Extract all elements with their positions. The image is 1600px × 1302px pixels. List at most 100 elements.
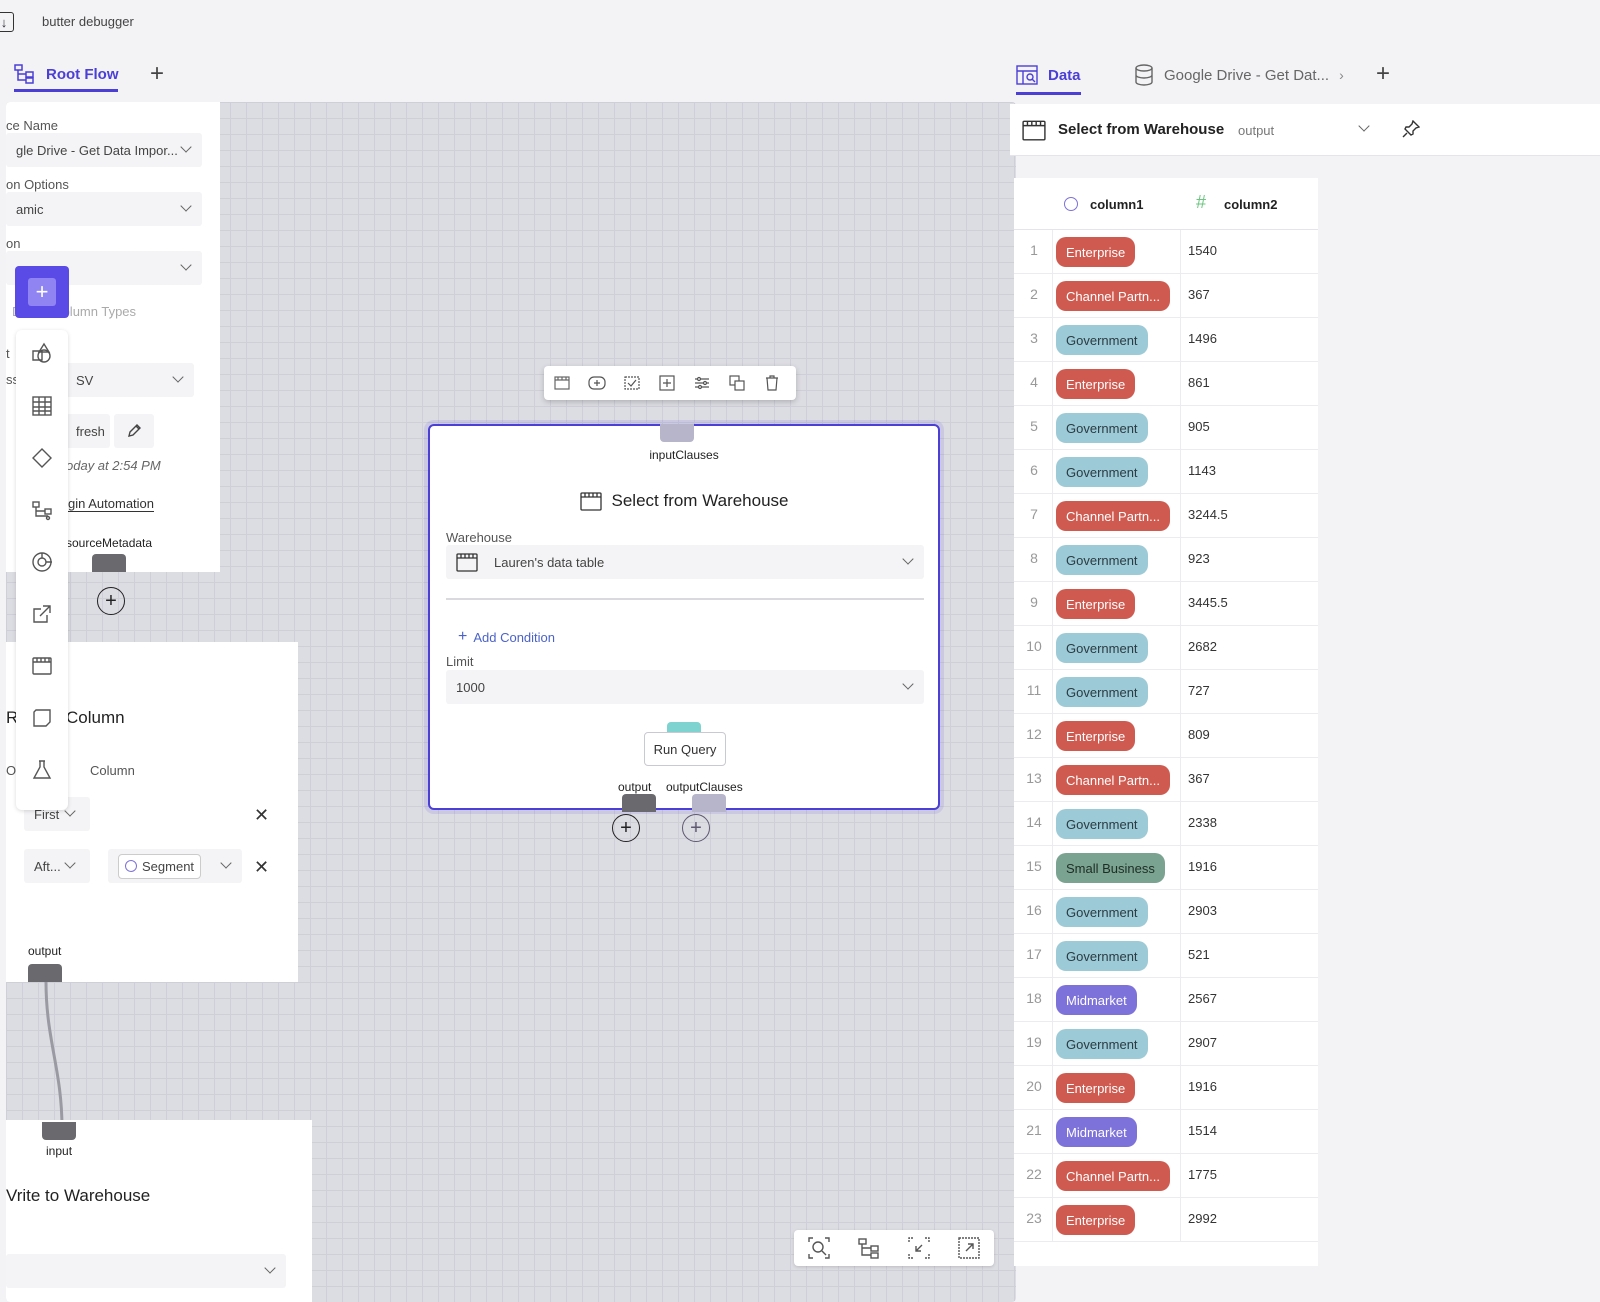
diamond-icon[interactable]: [28, 444, 56, 472]
column-divider: [1180, 626, 1181, 670]
remove-row2-icon[interactable]: ✕: [254, 857, 270, 877]
output-port[interactable]: [622, 794, 656, 812]
branch-icon[interactable]: [28, 496, 56, 524]
add-inspector-tab-button[interactable]: +: [1376, 60, 1391, 87]
download-icon[interactable]: ↓: [0, 12, 14, 32]
rename-output-port-label: output: [28, 944, 62, 958]
add-node-after-output-button[interactable]: +: [612, 814, 640, 842]
add-flow-tab-button[interactable]: +: [150, 60, 165, 87]
row-value: 1775: [1188, 1167, 1217, 1182]
tab-google-drive-source[interactable]: Google Drive - Get Dat... ›: [1134, 64, 1344, 86]
run-query-button[interactable]: Run Query: [644, 732, 726, 766]
column2-header[interactable]: column2: [1224, 197, 1278, 212]
resource-metadata-port[interactable]: [92, 554, 126, 572]
output-select-chevron-icon[interactable]: [1358, 120, 1370, 132]
validate-icon[interactable]: [614, 366, 649, 400]
warehouse-icon: [1022, 120, 1046, 141]
chevron-down-icon: [172, 371, 184, 383]
tab-source-label: Google Drive - Get Dat...: [1164, 66, 1330, 84]
begin-automation-link[interactable]: gin Automation: [68, 496, 155, 512]
active-tab-underline: [1016, 92, 1081, 95]
write-input-port[interactable]: [42, 1122, 76, 1140]
add-input-icon[interactable]: [579, 366, 614, 400]
node-title-row: Select from Warehouse: [430, 490, 938, 512]
expand-icon[interactable]: [958, 1237, 980, 1259]
column-divider: [1180, 538, 1181, 582]
limit-select[interactable]: 1000: [446, 670, 924, 704]
warehouse-icon[interactable]: [544, 366, 579, 400]
run-query-trigger-port[interactable]: [667, 722, 701, 732]
flask-icon[interactable]: [28, 756, 56, 784]
add-condition-button[interactable]: + Add Condition: [458, 628, 555, 646]
source-name-select[interactable]: gle Drive - Get Data Impor...: [6, 133, 202, 167]
resource-metadata-port-label: sourceMetadata: [66, 536, 153, 550]
fit-view-icon[interactable]: [908, 1237, 930, 1259]
zoom-search-icon[interactable]: [808, 1237, 830, 1259]
segment-pill: Enterprise: [1056, 1073, 1136, 1103]
warehouse-select[interactable]: Lauren's data table: [446, 545, 924, 579]
select-from-warehouse-node[interactable]: inputClauses Select from Warehouse Wareh…: [428, 424, 940, 812]
add-node-after-output-clauses-button[interactable]: +: [682, 814, 710, 842]
remove-row1-icon[interactable]: ✕: [254, 805, 270, 825]
rename-segment-select[interactable]: Segment: [108, 849, 242, 883]
shapes-icon[interactable]: [28, 340, 56, 368]
tab-root-flow[interactable]: Root Flow: [14, 64, 119, 92]
warehouse-icon[interactable]: [28, 652, 56, 680]
column-divider: [1180, 802, 1181, 846]
external-link-icon[interactable]: [28, 600, 56, 628]
add-node-after-source-button[interactable]: +: [97, 587, 125, 615]
row-divider: [1052, 362, 1053, 406]
output-clauses-port[interactable]: [692, 794, 726, 812]
row-value: 727: [1188, 683, 1210, 698]
input-clauses-port-label: inputClauses: [649, 448, 719, 462]
row-value: 1540: [1188, 243, 1217, 258]
column1-header[interactable]: column1: [1090, 197, 1144, 212]
tab-data[interactable]: Data: [1016, 64, 1081, 95]
note-icon[interactable]: [28, 704, 56, 732]
chart-icon[interactable]: [28, 548, 56, 576]
table-icon[interactable]: [28, 392, 56, 420]
input-clauses-port[interactable]: [660, 424, 694, 442]
duplicate-icon[interactable]: [719, 366, 754, 400]
limit-label: Limit: [446, 654, 474, 669]
refresh-button[interactable]: fresh: [66, 414, 110, 448]
format-select[interactable]: SV: [66, 363, 194, 397]
write-select[interactable]: [6, 1254, 286, 1288]
add-output-icon[interactable]: [649, 366, 684, 400]
pin-icon[interactable]: [1402, 120, 1420, 138]
rename-row2-select[interactable]: Aft...: [24, 849, 90, 883]
row-divider: [1052, 406, 1053, 450]
edit-button[interactable]: [114, 414, 154, 448]
segment-pill: Enterprise: [1056, 589, 1136, 619]
options-select[interactable]: amic: [6, 192, 202, 226]
segment-pill: Channel Partn...: [1056, 765, 1170, 795]
layout-flow-icon[interactable]: [858, 1237, 880, 1259]
rename-output-port[interactable]: [28, 964, 62, 982]
add-node-fab[interactable]: +: [15, 266, 69, 318]
settings-sliders-icon[interactable]: [684, 366, 719, 400]
trash-icon[interactable]: [754, 366, 789, 400]
